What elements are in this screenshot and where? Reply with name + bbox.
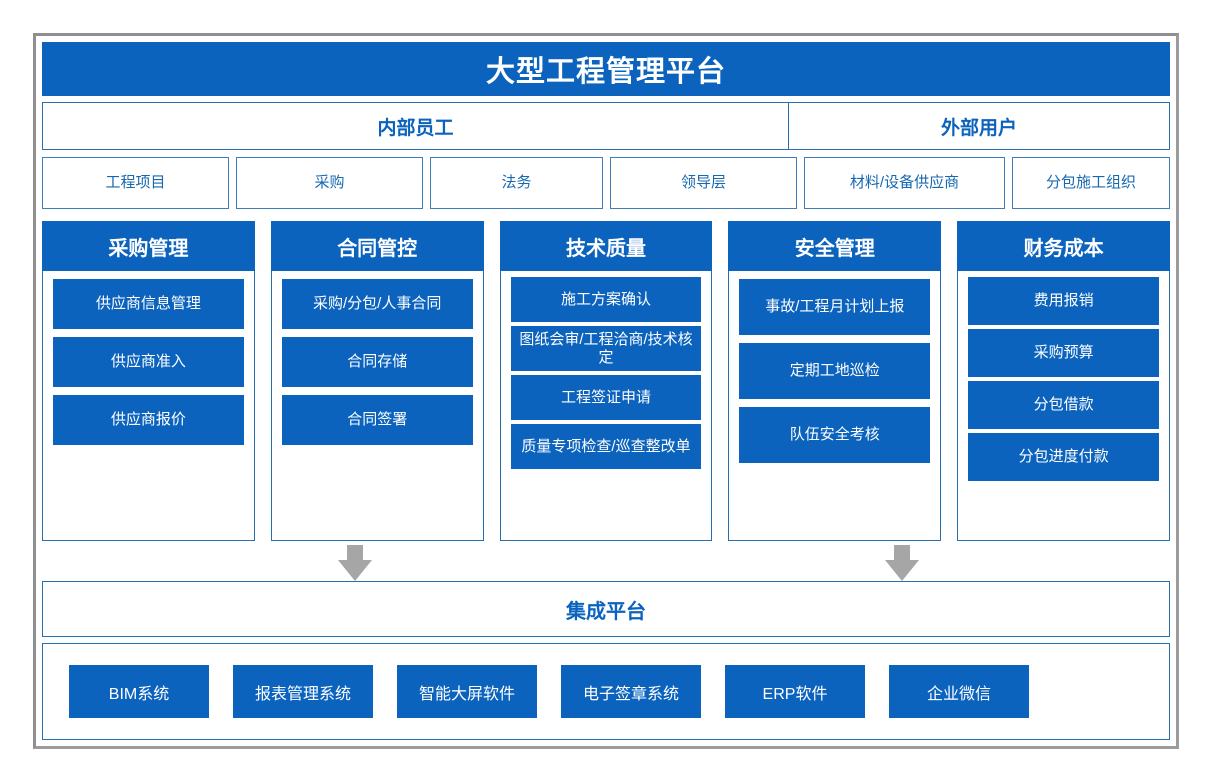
page-title: 大型工程管理平台: [485, 56, 726, 88]
integrated-systems-box: BIM系统 报表管理系统 智能大屏软件 电子签章系统 ERP软件 企业微信: [42, 643, 1170, 740]
module-item-accident-monthly-plan-report[interactable]: 事故/工程月计划上报: [739, 279, 931, 335]
module-item-drawing-review-negotiation-verification[interactable]: 图纸会审/工程洽商/技术核定: [510, 326, 702, 371]
module-item-quality-inspection-rectification-form[interactable]: 质量专项检查/巡查整改单: [510, 424, 702, 469]
flow-arrows-strip: [42, 543, 1170, 581]
role-tab-subcontractor-organization[interactable]: 分包施工组织: [1012, 157, 1170, 209]
module-item-engineering-visa-application[interactable]: 工程签证申请: [510, 375, 702, 420]
module-title: 技术质量: [565, 237, 646, 260]
module-item-supplier-info-management[interactable]: 供应商信息管理: [53, 279, 244, 329]
system-chip-electronic-signature[interactable]: 电子签章系统: [561, 665, 701, 718]
role-tab-material-equipment-supplier[interactable]: 材料/设备供应商: [804, 157, 1005, 209]
module-body-technical-quality: 施工方案确认 图纸会审/工程洽商/技术核定 工程签证申请 质量专项检查/巡查整改…: [499, 271, 713, 541]
role-tabs-row: 工程项目 采购 法务 领导层 材料/设备供应商 分包施工组织: [42, 157, 1170, 209]
diagram-frame: 大型工程管理平台 内部员工 外部用户 工程项目 采购 法务 领导层: [33, 33, 1179, 749]
module-item-construction-plan-confirmation[interactable]: 施工方案确认: [510, 277, 702, 322]
arrow-head: [885, 560, 919, 581]
module-item-label: 定期工地巡检: [789, 362, 880, 379]
role-tab-leadership[interactable]: 领导层: [610, 157, 797, 209]
module-body-procurement-management: 供应商信息管理 供应商准入 供应商报价: [42, 271, 255, 541]
module-item-subcontract-progress-payment[interactable]: 分包进度付款: [968, 433, 1159, 481]
module-item-periodic-site-inspection[interactable]: 定期工地巡检: [739, 343, 931, 399]
module-item-expense-reimbursement[interactable]: 费用报销: [968, 277, 1159, 325]
down-arrow-icon-right: [885, 545, 919, 581]
module-item-team-safety-assessment[interactable]: 队伍安全考核: [739, 407, 931, 463]
system-chip-label: BIM系统: [108, 685, 170, 703]
module-item-procurement-budget[interactable]: 采购预算: [968, 329, 1159, 377]
platform-title-bar: 大型工程管理平台: [42, 42, 1170, 96]
module-column-safety-management: 安全管理 事故/工程月计划上报 定期工地巡检 队伍安全考核: [728, 221, 942, 541]
module-title: 合同管控: [337, 237, 418, 260]
module-item-contract-storage[interactable]: 合同存储: [281, 337, 473, 387]
audience-internal-employees[interactable]: 内部员工: [43, 103, 789, 149]
module-item-label: 工程签证申请: [560, 388, 651, 406]
module-item-label: 质量专项检查/巡查整改单: [521, 437, 691, 455]
integration-platform-title: 集成平台: [566, 600, 646, 623]
system-chip-report-management[interactable]: 报表管理系统: [233, 665, 373, 718]
module-item-label: 费用报销: [1033, 292, 1094, 309]
arrow-head: [338, 560, 372, 581]
arrow-stem: [894, 545, 910, 562]
audience-external-users[interactable]: 外部用户: [789, 103, 1169, 149]
module-item-supplier-admission[interactable]: 供应商准入: [53, 337, 244, 387]
integration-platform-bar: 集成平台: [42, 581, 1170, 637]
module-item-label: 图纸会审/工程洽商/技术核定: [519, 330, 693, 366]
module-item-supplier-quotation[interactable]: 供应商报价: [53, 395, 244, 445]
module-title: 财务成本: [1023, 237, 1104, 260]
module-item-label: 分包进度付款: [1018, 448, 1109, 465]
module-body-contract-control: 采购/分包/人事合同 合同存储 合同签署: [270, 271, 484, 541]
audience-internal-label: 内部员工: [377, 117, 454, 139]
module-header-technical-quality[interactable]: 技术质量: [499, 221, 713, 271]
role-tab-legal[interactable]: 法务: [430, 157, 603, 209]
module-header-contract-control[interactable]: 合同管控: [270, 221, 484, 271]
system-chip-erp[interactable]: ERP软件: [725, 665, 865, 718]
module-body-safety-management: 事故/工程月计划上报 定期工地巡检 队伍安全考核: [728, 271, 942, 541]
module-header-safety-management[interactable]: 安全管理: [728, 221, 942, 271]
module-item-label: 合同签署: [347, 411, 408, 428]
audience-row: 内部员工 外部用户: [42, 102, 1170, 150]
arrow-stem: [347, 545, 363, 562]
module-item-label: 队伍安全考核: [789, 426, 880, 443]
role-tab-label: 工程项目: [105, 174, 166, 192]
module-item-label: 供应商信息管理: [95, 295, 201, 312]
down-arrow-icon-left: [338, 545, 372, 581]
module-title: 安全管理: [794, 237, 875, 260]
module-item-label: 施工方案确认: [560, 290, 651, 308]
system-chip-bim[interactable]: BIM系统: [69, 665, 209, 718]
module-item-label: 供应商报价: [110, 411, 186, 428]
system-chip-label: 企业微信: [926, 685, 991, 703]
audience-external-label: 外部用户: [940, 117, 1017, 139]
module-item-contract-signing[interactable]: 合同签署: [281, 395, 473, 445]
role-tab-engineering-project[interactable]: 工程项目: [42, 157, 229, 209]
module-item-subcontract-loan[interactable]: 分包借款: [968, 381, 1159, 429]
system-chip-wecom[interactable]: 企业微信: [889, 665, 1029, 718]
module-column-finance-cost: 财务成本 费用报销 采购预算 分包借款 分包进度付款: [957, 221, 1170, 541]
role-tab-label: 采购: [314, 174, 345, 192]
module-column-procurement-management: 采购管理 供应商信息管理 供应商准入 供应商报价: [42, 221, 255, 541]
module-column-technical-quality: 技术质量 施工方案确认 图纸会审/工程洽商/技术核定 工程签证申请 质量专项检查…: [499, 221, 713, 541]
module-header-procurement-management[interactable]: 采购管理: [42, 221, 255, 271]
system-chip-label: 报表管理系统: [254, 685, 351, 703]
system-chip-smart-display[interactable]: 智能大屏软件: [397, 665, 537, 718]
role-tab-label: 领导层: [680, 174, 726, 192]
system-chip-label: 电子签章系统: [582, 685, 679, 703]
module-item-label: 供应商准入: [110, 353, 186, 370]
module-body-finance-cost: 费用报销 采购预算 分包借款 分包进度付款: [957, 271, 1170, 541]
module-item-label: 分包借款: [1033, 396, 1094, 413]
module-item-label: 合同存储: [347, 353, 408, 370]
module-item-label: 事故/工程月计划上报: [765, 298, 905, 315]
role-tab-label: 法务: [501, 174, 532, 192]
system-chip-label: ERP软件: [762, 685, 828, 703]
role-tab-label: 材料/设备供应商: [849, 174, 960, 192]
module-item-label: 采购预算: [1033, 344, 1094, 361]
module-title: 采购管理: [108, 237, 189, 260]
system-chip-label: 智能大屏软件: [418, 685, 515, 703]
module-column-contract-control: 合同管控 采购/分包/人事合同 合同存储 合同签署: [270, 221, 484, 541]
role-tab-procurement[interactable]: 采购: [236, 157, 423, 209]
module-item-label: 采购/分包/人事合同: [313, 295, 442, 312]
module-header-finance-cost[interactable]: 财务成本: [957, 221, 1170, 271]
modules-row: 采购管理 供应商信息管理 供应商准入 供应商报价 合同管控: [42, 221, 1170, 541]
role-tab-label: 分包施工组织: [1045, 174, 1136, 192]
module-item-procurement-subcontract-hr-contract[interactable]: 采购/分包/人事合同: [281, 279, 473, 329]
